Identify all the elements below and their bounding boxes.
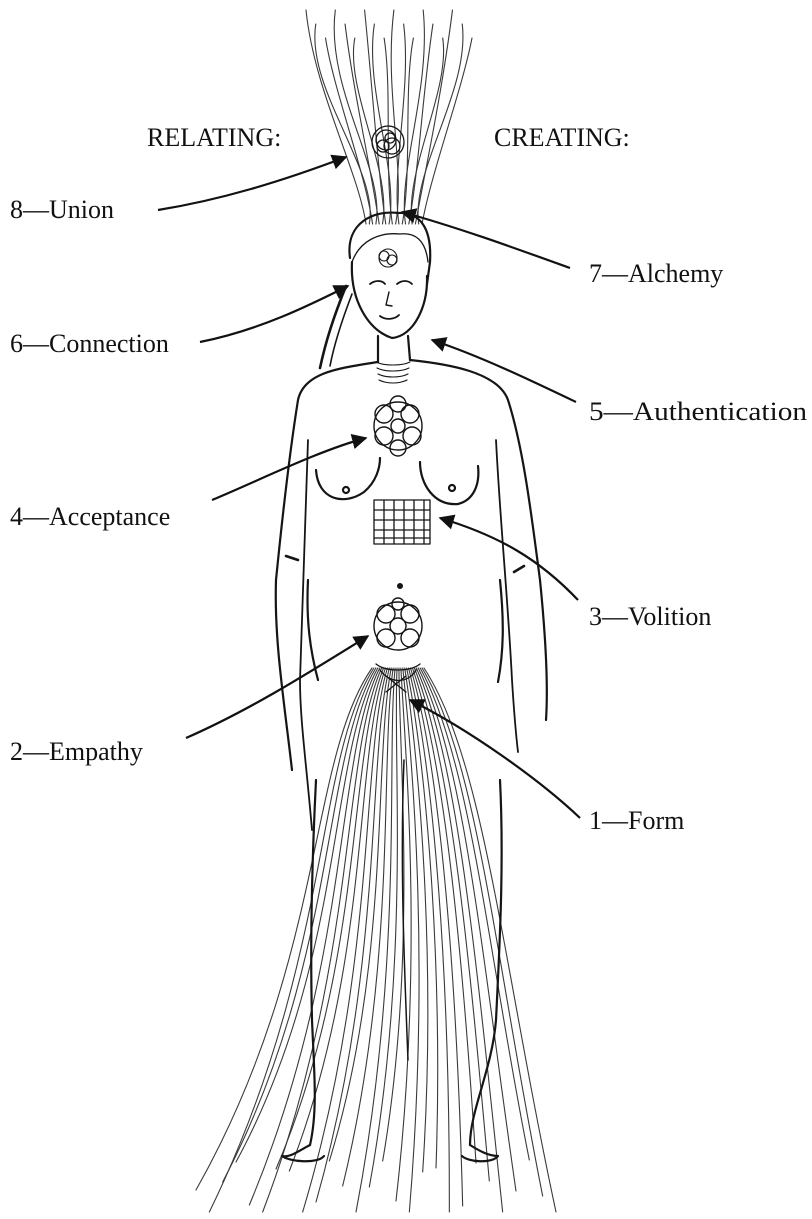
label-empathy: 2—Empathy (10, 737, 143, 766)
crown-ray (422, 38, 472, 224)
crown-ray (418, 24, 463, 224)
leader-connection (200, 286, 348, 342)
root-ray (223, 668, 376, 1182)
crown-ray (345, 24, 379, 224)
root-ray (420, 668, 529, 1160)
root-ray (236, 668, 378, 1162)
root-ray (303, 668, 388, 1212)
root-ray (383, 668, 404, 1161)
root-ray (422, 668, 543, 1196)
label-union: 8—Union (10, 195, 114, 224)
label-form: 1—Form (589, 806, 684, 835)
centre-connection-knot (379, 249, 397, 267)
crown-ray (326, 38, 373, 224)
label-connection: 6—Connection (10, 329, 169, 358)
centre-empathy-flower (374, 598, 422, 650)
leader-empathy (186, 636, 368, 738)
heading-relating: RELATING: (147, 123, 281, 152)
centre-union-knot (372, 126, 404, 158)
root-ray (416, 668, 502, 1212)
root-energy-rays (196, 668, 556, 1212)
centre-acceptance-flower (374, 396, 422, 456)
body-outline (276, 213, 547, 1162)
label-alchemy: 7—Alchemy (589, 259, 723, 288)
energy-centres (372, 126, 430, 692)
label-authentication: 5—Authentication (589, 397, 807, 426)
crown-ray (415, 10, 452, 224)
crown-ray (315, 24, 370, 224)
leader-union (158, 157, 346, 210)
root-ray (356, 668, 395, 1212)
root-ray (329, 668, 391, 1161)
centre-volition-grid (374, 500, 430, 544)
crown-ray (334, 10, 377, 224)
heading-creating: CREATING: (494, 123, 630, 152)
root-ray (263, 668, 382, 1212)
navel-dot (397, 583, 403, 589)
label-acceptance: 4—Acceptance (10, 502, 170, 531)
centre-authentication-rings (376, 362, 410, 383)
leader-volition (440, 518, 578, 600)
crown-energy-rays (306, 10, 472, 224)
label-volition: 3—Volition (589, 602, 711, 631)
